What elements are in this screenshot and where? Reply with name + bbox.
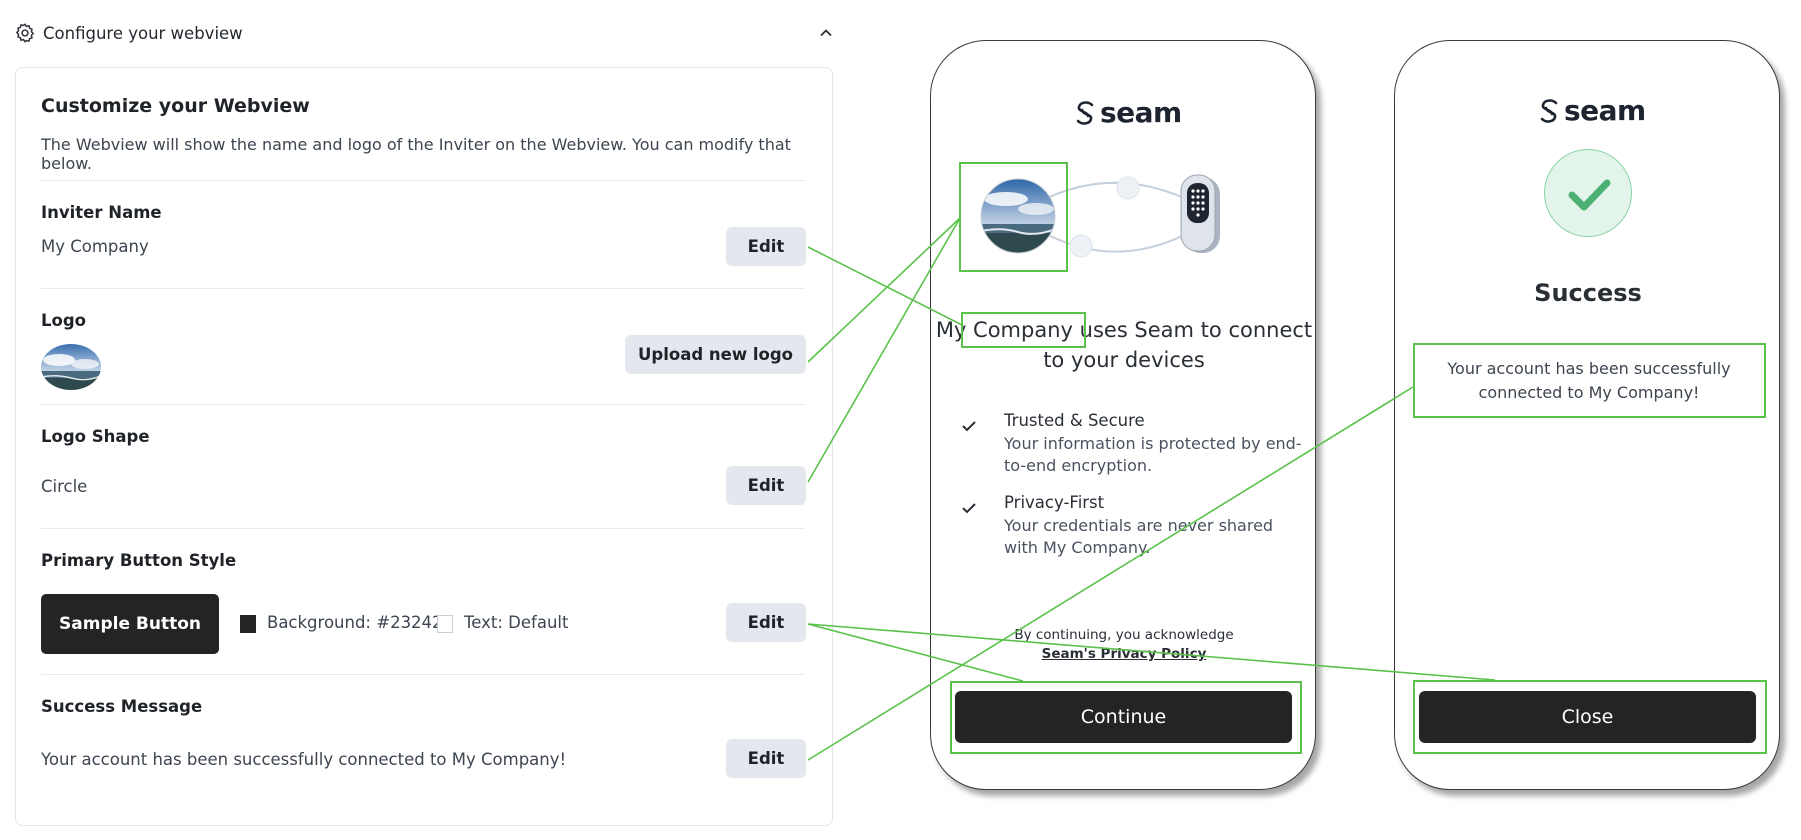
seam-logo: seam (1537, 94, 1646, 127)
checkmark-icon (962, 421, 976, 432)
inviter-name-value: My Company (41, 237, 149, 256)
headline-line2: to your devices (1043, 348, 1205, 372)
primary-button-style-label: Primary Button Style (41, 551, 237, 570)
gear-icon (15, 23, 35, 43)
highlight-continue-button (950, 681, 1302, 754)
feature-title: Privacy-First (1004, 493, 1105, 512)
feature-body: Your credentials are never shared with M… (1004, 516, 1274, 557)
divider (41, 404, 805, 405)
highlight-logo (959, 162, 1068, 272)
config-card: Customize your Webview The Webview will … (15, 67, 833, 826)
success-message: Your account has been successfully conne… (1447, 359, 1731, 402)
chevron-up-icon[interactable] (817, 24, 835, 42)
success-title: Success (1534, 279, 1642, 307)
edit-logo-shape-button[interactable]: Edit (726, 466, 806, 505)
divider (41, 528, 805, 529)
edit-button-style-button[interactable]: Edit (726, 603, 806, 642)
text-color-label: Text: Default (464, 613, 569, 632)
checkmark-icon (1568, 179, 1611, 211)
checkmark-icon (962, 503, 976, 514)
connect-preview-phone: seam (930, 40, 1316, 790)
logo-thumbnail (41, 344, 101, 390)
sample-button: Sample Button (41, 594, 219, 654)
edit-success-message-button[interactable]: Edit (726, 739, 806, 778)
logo-shape-value: Circle (41, 477, 88, 496)
divider (41, 180, 805, 181)
divider (41, 288, 805, 289)
highlight-close-button (1413, 680, 1767, 754)
card-title: Customize your Webview (41, 95, 310, 117)
config-section-header[interactable]: Configure your webview (14, 18, 834, 48)
success-message-value: Your account has been successfully conne… (41, 750, 567, 769)
card-description: The Webview will show the name and logo … (41, 135, 791, 173)
close-button[interactable]: Close (1419, 691, 1756, 743)
seam-logo: seam (1073, 96, 1182, 129)
smart-lock-icon (1180, 174, 1220, 253)
privacy-policy-link[interactable]: Seam's Privacy Policy (1041, 646, 1207, 662)
seam-mark-icon (1076, 100, 1094, 125)
feature-title: Trusted & Secure (1004, 411, 1145, 430)
logo-label: Logo (41, 311, 86, 330)
seam-mark-icon (1540, 98, 1558, 123)
config-header-title: Configure your webview (43, 23, 243, 43)
headline-text: uses Seam to connect (1072, 318, 1313, 342)
seam-wordmark: seam (1100, 96, 1182, 129)
text-color-swatch (437, 615, 453, 633)
acknowledgement-text: By continuing, you acknowledge (1014, 627, 1234, 643)
seam-wordmark: seam (1564, 94, 1646, 127)
divider (41, 674, 805, 675)
background-color-swatch (240, 615, 256, 633)
company-logo (981, 179, 1055, 253)
success-message-label: Success Message (41, 697, 203, 716)
feature-body: Your information is protected by end-to-… (1004, 434, 1302, 475)
edit-inviter-name-button[interactable]: Edit (726, 227, 806, 266)
logo-shape-label: Logo Shape (41, 427, 150, 446)
highlight-company-name (961, 312, 1086, 348)
inviter-name-label: Inviter Name (41, 203, 162, 222)
highlight-success-message (1413, 343, 1766, 418)
upload-logo-button[interactable]: Upload new logo (625, 335, 806, 374)
background-color-label: Background: #232426 (267, 613, 454, 632)
connection-illustration (980, 174, 1220, 258)
success-badge (1544, 149, 1632, 237)
